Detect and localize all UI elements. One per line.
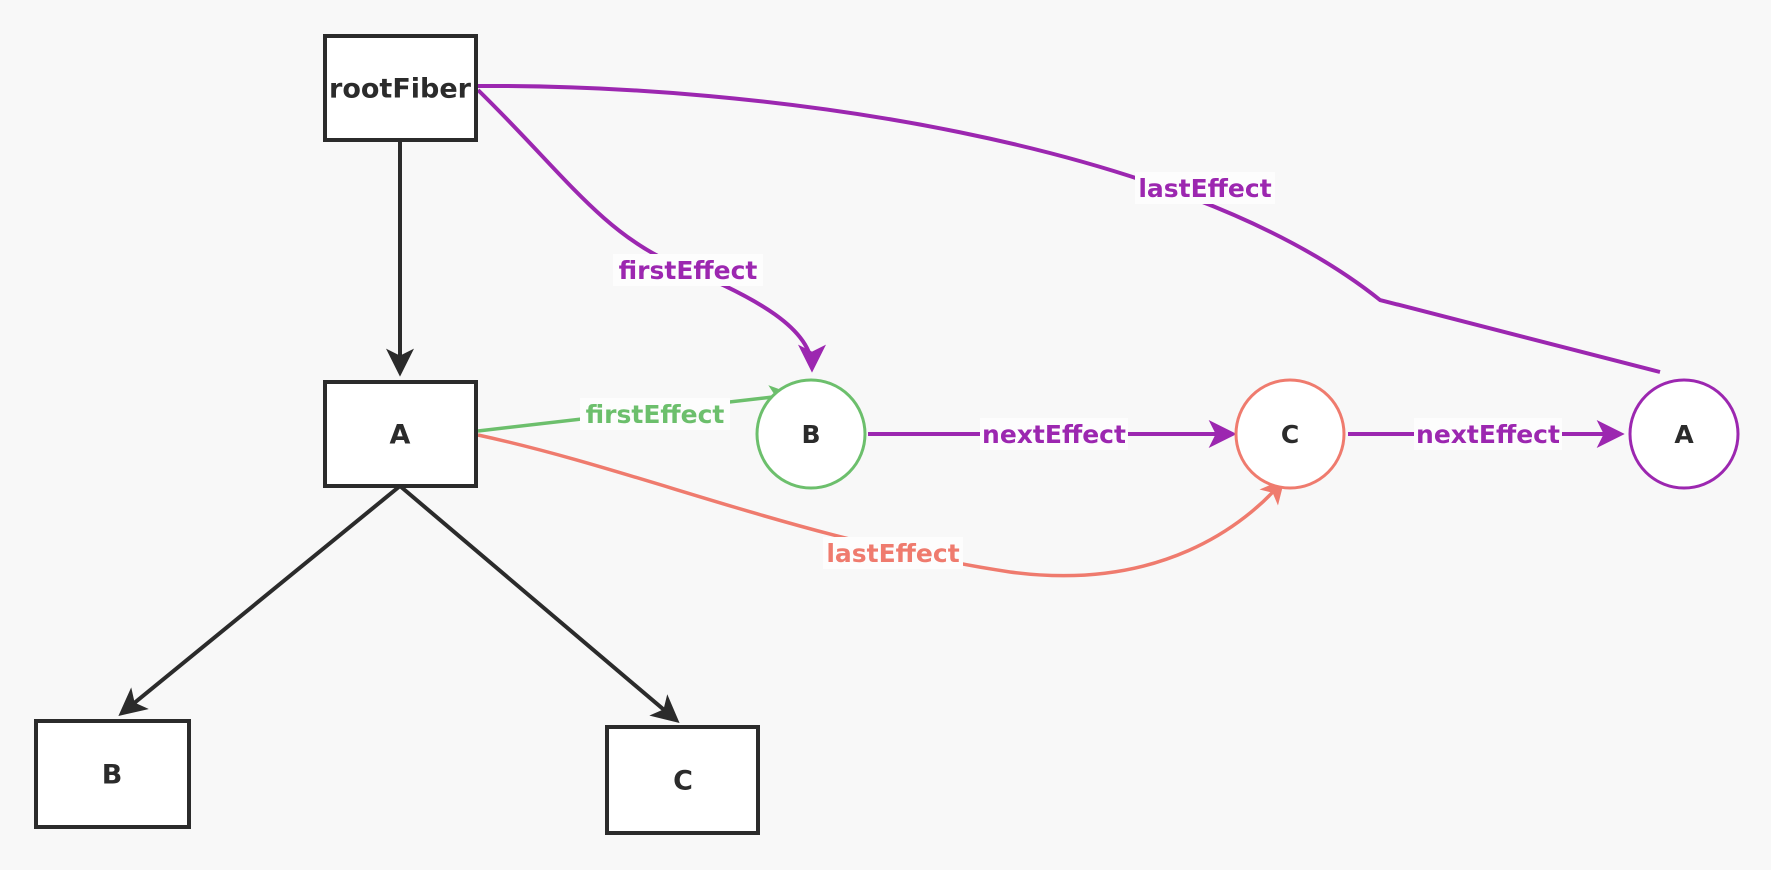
node-tree-c-label: C [673, 766, 693, 797]
effect-nodes: B C A [755, 378, 1740, 490]
label-a-first-effect-text: firstEffect [586, 400, 725, 429]
node-effect-b[interactable]: B [755, 378, 867, 490]
node-tree-c-box[interactable] [605, 725, 760, 835]
edge-a-to-c [398, 484, 680, 724]
node-effect-c-circle[interactable] [1234, 378, 1346, 490]
node-rootfiber-box[interactable] [323, 34, 478, 142]
label-c-next-effect-bg [1414, 418, 1562, 450]
label-root-first-effect-text: firstEffect [619, 256, 758, 285]
label-a-first-effect: firstEffect [580, 398, 730, 430]
label-a-last-effect-bg [823, 537, 963, 569]
label-root-first-effect: firstEffect [613, 254, 763, 286]
edge-a-to-b [118, 484, 402, 716]
edge-labels: lastEffect firstEffect firstEffect lastE… [580, 172, 1562, 569]
label-root-last-effect-text: lastEffect [1138, 174, 1271, 203]
node-effect-c-label: C [1281, 420, 1299, 449]
node-rootfiber[interactable]: rootFiber [323, 34, 478, 142]
label-c-next-effect: nextEffect [1414, 418, 1562, 450]
label-b-next-effect-bg [980, 418, 1128, 450]
node-tree-a-box[interactable] [323, 380, 478, 488]
node-tree-b[interactable]: B [34, 719, 191, 829]
node-tree-c[interactable]: C [605, 725, 760, 835]
label-c-next-effect-text: nextEffect [1416, 420, 1560, 449]
node-effect-b-label: B [801, 420, 820, 449]
node-effect-c[interactable]: C [1234, 378, 1346, 490]
tree-nodes: rootFiber A B C [34, 34, 760, 835]
label-root-last-effect-bg [1135, 172, 1275, 204]
node-tree-b-label: B [102, 760, 123, 791]
node-tree-a[interactable]: A [323, 380, 478, 488]
node-rootfiber-label: rootFiber [329, 74, 472, 105]
node-effect-b-circle[interactable] [755, 378, 867, 490]
label-a-first-effect-bg [580, 398, 730, 430]
label-b-next-effect-text: nextEffect [982, 420, 1126, 449]
node-effect-a-circle[interactable] [1628, 378, 1740, 490]
node-effect-a[interactable]: A [1628, 378, 1740, 490]
tree-edges [118, 140, 680, 724]
label-root-last-effect: lastEffect [1135, 172, 1275, 204]
label-a-last-effect: lastEffect [823, 537, 963, 569]
node-effect-a-label: A [1674, 420, 1694, 449]
node-tree-b-box[interactable] [34, 719, 191, 829]
label-root-first-effect-bg [613, 254, 763, 286]
label-b-next-effect: nextEffect [980, 418, 1128, 450]
edge-root-last-effect [477, 83, 1661, 374]
node-tree-a-label: A [390, 420, 411, 451]
label-a-last-effect-text: lastEffect [826, 539, 959, 568]
